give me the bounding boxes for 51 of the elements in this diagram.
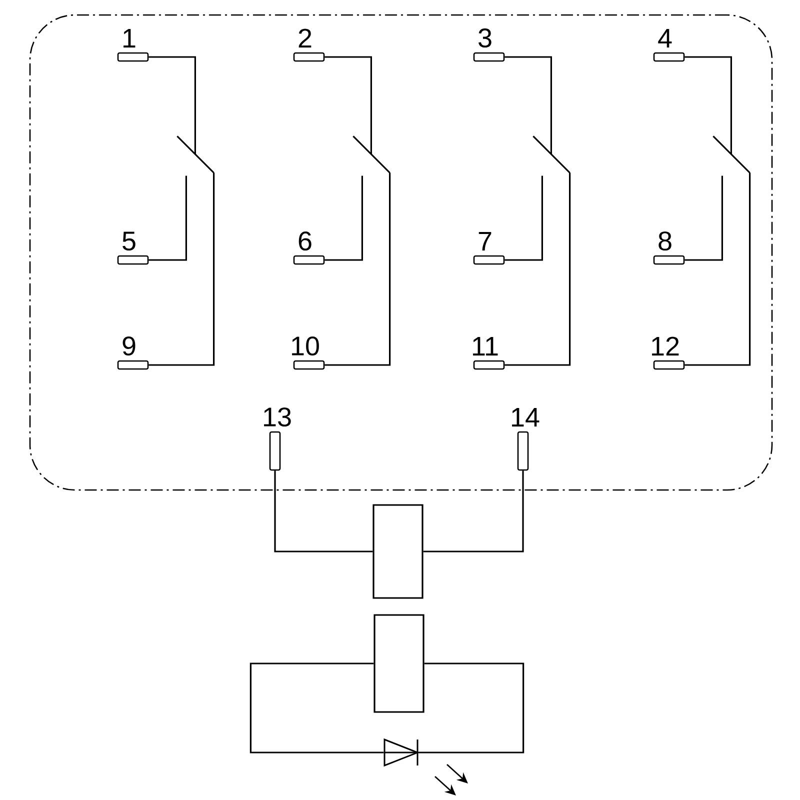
- wire: [504, 176, 543, 261]
- wire: [148, 172, 215, 366]
- wire: [324, 176, 363, 261]
- wire: [684, 176, 723, 261]
- terminal: 8: [653, 231, 685, 265]
- wire: [148, 56, 196, 154]
- wire: [324, 56, 372, 154]
- terminal: 4: [653, 28, 685, 62]
- node-label: 6: [298, 231, 312, 251]
- node-label: 10: [292, 336, 319, 356]
- wire: [418, 662, 524, 754]
- coil-box: [374, 614, 424, 713]
- wire: [423, 470, 524, 552]
- terminal: 1: [117, 28, 149, 62]
- switch-contact: [176, 136, 214, 174]
- node-label: 1: [124, 28, 136, 48]
- wire: [274, 470, 373, 552]
- wire: [684, 56, 732, 154]
- node-label: 3: [478, 28, 492, 48]
- terminal: 7: [473, 232, 505, 265]
- node-label: 12: [652, 336, 679, 356]
- wire: [504, 172, 571, 366]
- node-label: 2: [298, 28, 312, 48]
- terminal: 14: [512, 408, 540, 471]
- wire: [684, 172, 751, 366]
- relay-housing: [29, 14, 773, 491]
- terminal: 5: [117, 232, 149, 265]
- node-label: 11: [473, 336, 498, 356]
- terminal: 13: [264, 407, 291, 471]
- terminal: 11: [473, 336, 505, 370]
- node-label: 8: [658, 231, 672, 251]
- switch-contact: [532, 136, 570, 174]
- terminal: 6: [293, 231, 325, 265]
- node-label: 9: [122, 336, 136, 356]
- wire: [324, 172, 391, 366]
- switch-contact: [712, 136, 750, 174]
- coil-box: [372, 504, 424, 599]
- terminal: 2: [293, 28, 325, 62]
- terminal: 3: [473, 28, 505, 62]
- wire: [504, 56, 552, 154]
- switch-contact: [352, 136, 390, 174]
- node-label: 5: [122, 232, 136, 251]
- terminal: 9: [117, 336, 149, 370]
- node-label: 13: [264, 407, 291, 427]
- node-label: 7: [478, 232, 492, 251]
- node-label: 4: [658, 28, 672, 48]
- wire: [148, 176, 187, 261]
- terminal: 10: [292, 336, 325, 370]
- wire: [250, 662, 384, 754]
- node-label: 14: [512, 408, 540, 427]
- terminal: 12: [652, 336, 685, 370]
